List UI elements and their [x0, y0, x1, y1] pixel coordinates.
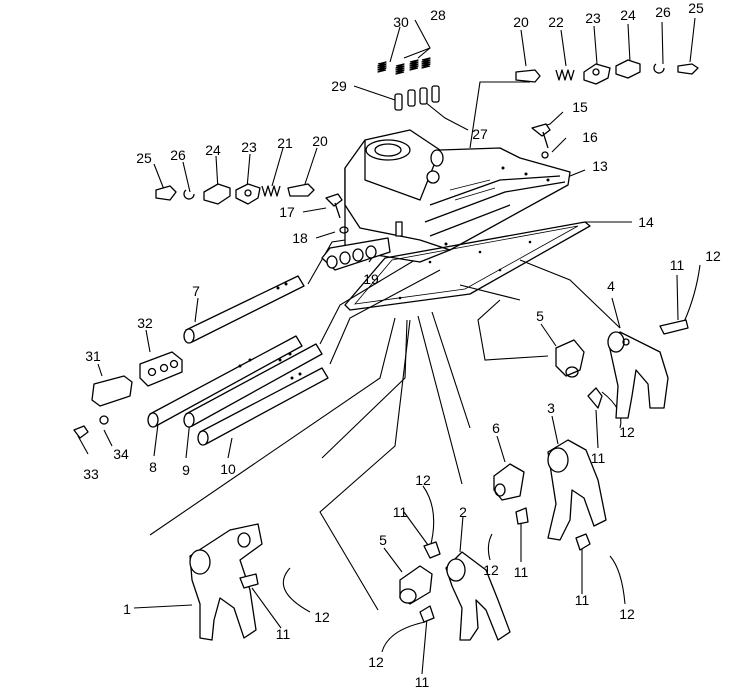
gasket [344, 221, 591, 311]
callout-18: 18 [292, 230, 308, 246]
shift-fork-4 [607, 319, 689, 419]
shift-fork-2 [419, 507, 529, 641]
callout-5-a: 5 [536, 308, 544, 324]
callout-17: 17 [279, 204, 295, 220]
shift-lever-5b [399, 541, 441, 605]
callout-11-f: 11 [276, 626, 291, 642]
callout-32: 32 [137, 315, 153, 331]
callout-34: 34 [113, 446, 129, 462]
callout-labels: 30 28 29 27 20 22 23 24 26 25 15 16 13 1… [83, 0, 721, 687]
callout-10: 10 [220, 461, 236, 477]
callout-22: 22 [548, 14, 564, 30]
callout-11-a: 11 [670, 257, 685, 273]
shift-lever-6 [493, 463, 525, 501]
callout-33: 33 [83, 466, 99, 482]
callout-8: 8 [149, 459, 157, 475]
callout-23-left: 23 [241, 139, 257, 155]
callout-4: 4 [607, 278, 615, 294]
callout-28: 28 [430, 7, 446, 23]
callout-9: 9 [182, 462, 190, 478]
callout-12-b: 12 [619, 424, 635, 440]
callout-23-right: 23 [585, 10, 601, 26]
callout-16: 16 [582, 129, 598, 145]
interlock-parts [73, 351, 183, 439]
callout-26-right: 26 [655, 4, 671, 20]
callout-11-g: 11 [575, 592, 590, 608]
callout-19: 19 [363, 271, 379, 287]
shift-shafts [147, 275, 329, 446]
callout-24-left: 24 [205, 142, 221, 158]
left-small-parts [155, 183, 349, 234]
callout-20-right: 20 [513, 14, 529, 30]
leader-lines [77, 17, 701, 675]
callout-12-e: 12 [415, 472, 431, 488]
callout-12-g: 12 [619, 606, 635, 622]
callout-11-c: 11 [514, 564, 529, 580]
callout-11-b: 11 [591, 450, 606, 466]
shift-fork-3 [547, 439, 607, 551]
callout-2: 2 [459, 504, 467, 520]
callout-26-left: 26 [170, 147, 186, 163]
callout-30: 30 [393, 14, 409, 30]
callout-25-left: 25 [136, 150, 152, 166]
callout-6: 6 [492, 420, 500, 436]
callout-11-d: 11 [415, 674, 430, 687]
callout-3: 3 [547, 400, 555, 416]
callout-27: 27 [472, 126, 488, 142]
callout-12-a: 12 [705, 248, 721, 264]
callout-14: 14 [638, 214, 654, 230]
callout-24-right: 24 [620, 7, 636, 23]
callout-25-right: 25 [688, 0, 704, 16]
callout-5-b: 5 [379, 532, 387, 548]
shift-lever-5a [555, 339, 603, 409]
shift-fork-1 [189, 523, 263, 641]
callout-31: 31 [85, 348, 101, 364]
callout-7: 7 [192, 283, 200, 299]
callout-12-c: 12 [483, 562, 499, 578]
callout-1: 1 [123, 601, 131, 617]
callout-13: 13 [592, 158, 608, 174]
callout-12-f: 12 [314, 609, 330, 625]
callout-11-e: 11 [393, 504, 408, 520]
guide-plate [321, 221, 403, 271]
callout-21: 21 [277, 135, 293, 151]
callout-29: 29 [331, 78, 347, 94]
top-small-parts [377, 57, 699, 159]
callout-20-left: 20 [312, 133, 328, 149]
callout-12-d: 12 [368, 654, 384, 670]
callout-15: 15 [572, 99, 588, 115]
